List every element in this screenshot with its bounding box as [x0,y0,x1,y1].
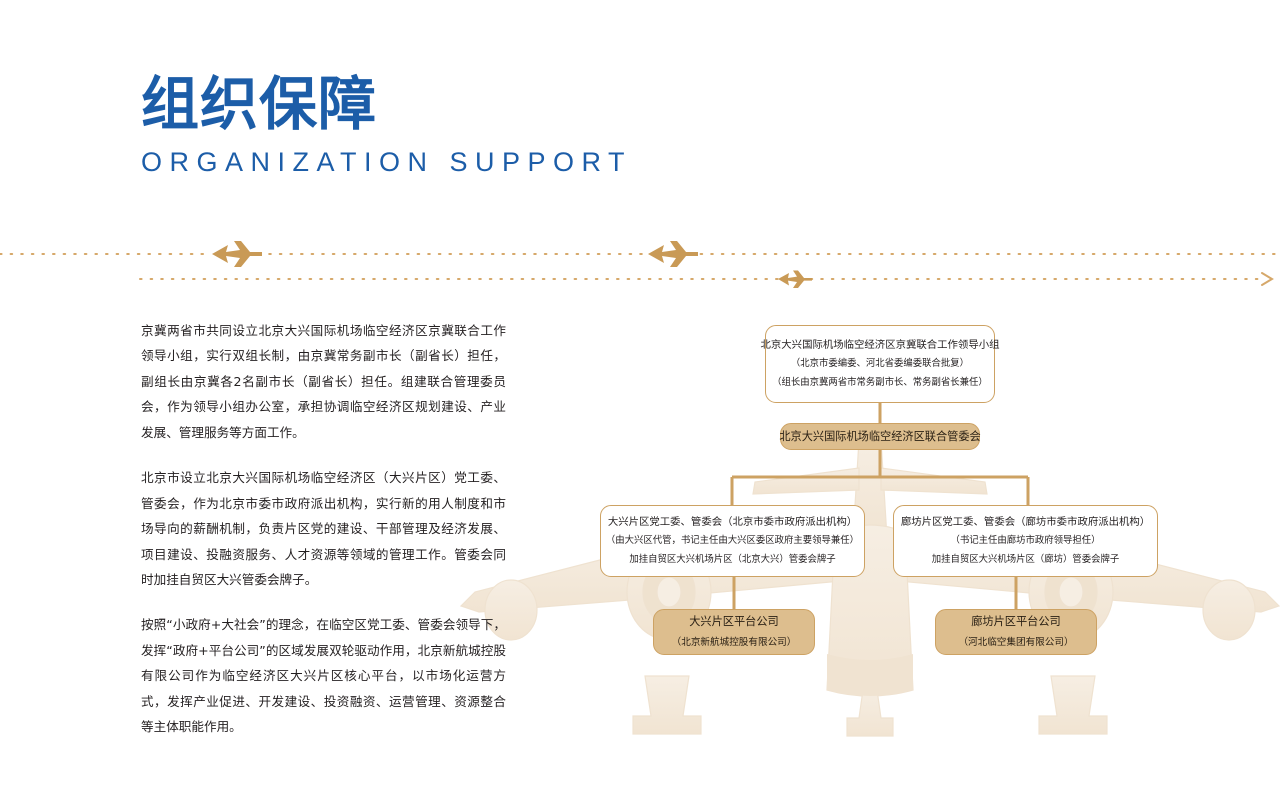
org-node-daxing-platform[interactable]: 大兴片区平台公司 （北京新航城控股有限公司） [653,609,815,655]
body-copy: 京冀两省市共同设立北京大兴国际机场临空经济区京冀联合工作领导小组，实行双组长制，… [141,318,506,740]
airplane-icon [648,241,698,267]
org-node-line: （由大兴区代管，书记主任由大兴区委区政府主要领导兼任） [605,535,860,547]
org-node-line: （组长由京冀两省市常务副市长、常务副省长兼任） [772,377,988,389]
org-node-line: 大兴片区平台公司 [689,615,779,629]
airplane-icon [778,270,812,288]
organization-chart: 北京大兴国际机场临空经济区京冀联合工作领导小组 （北京市委编委、河北省委编委联合… [580,325,1180,665]
org-node-line: 大兴片区党工委、管委会（北京市委市政府派出机构） [607,516,858,529]
page-heading: 组织保障 ORGANIZATION SUPPORT [141,74,632,178]
org-node-line: 廊坊片区平台公司 [971,615,1061,629]
org-node-line: （北京新航城控股有限公司） [671,637,797,649]
page-title: 组织保障 [141,70,378,138]
org-node-line: （北京市委编委、河北省委编委联合批复） [790,358,970,370]
flight-path-dotted-line [0,241,1280,288]
org-node-joint-committee[interactable]: 北京大兴国际机场临空经济区联合管委会 [779,423,981,450]
org-node-line: 加挂自贸区大兴机场片区（廊坊）管委会牌子 [931,554,1120,566]
org-node-line: （书记主任由廊坊市政府领导担任） [950,535,1101,547]
org-node-line: 北京大兴国际机场临空经济区联合管委会 [779,429,981,443]
paragraph: 北京市设立北京大兴国际机场临空经济区（大兴片区）党工委、管委会，作为北京市委市政… [141,470,506,587]
chevron-right-icon [1261,272,1274,286]
paragraph: 京冀两省市共同设立北京大兴国际机场临空经济区京冀联合工作领导小组，实行双组长制，… [141,323,506,440]
org-node-line: 北京大兴国际机场临空经济区京冀联合工作领导小组 [760,339,1000,352]
org-node-daxing-district[interactable]: 大兴片区党工委、管委会（北京市委市政府派出机构） （由大兴区代管，书记主任由大兴… [600,505,865,577]
org-node-lead-group[interactable]: 北京大兴国际机场临空经济区京冀联合工作领导小组 （北京市委编委、河北省委编委联合… [761,325,1000,403]
org-node-langfang-district[interactable]: 廊坊片区党工委、管委会（廊坊市委市政府派出机构） （书记主任由廊坊市政府领导担任… [893,505,1158,577]
airplane-icon [212,241,262,267]
org-node-line: 加挂自贸区大兴机场片区（北京大兴）管委会牌子 [629,554,836,566]
org-node-langfang-platform[interactable]: 廊坊片区平台公司 （河北临空集团有限公司） [935,609,1097,655]
page-subtitle: ORGANIZATION SUPPORT [141,146,633,177]
org-node-line: （河北临空集团有限公司） [958,637,1074,649]
paragraph: 按照“小政府+大社会”的理念，在临空区党工委、管委会领导下，发挥“政府+平台公司… [141,617,506,735]
org-node-line: 廊坊片区党工委、管委会（廊坊市委市政府派出机构） [900,516,1151,529]
